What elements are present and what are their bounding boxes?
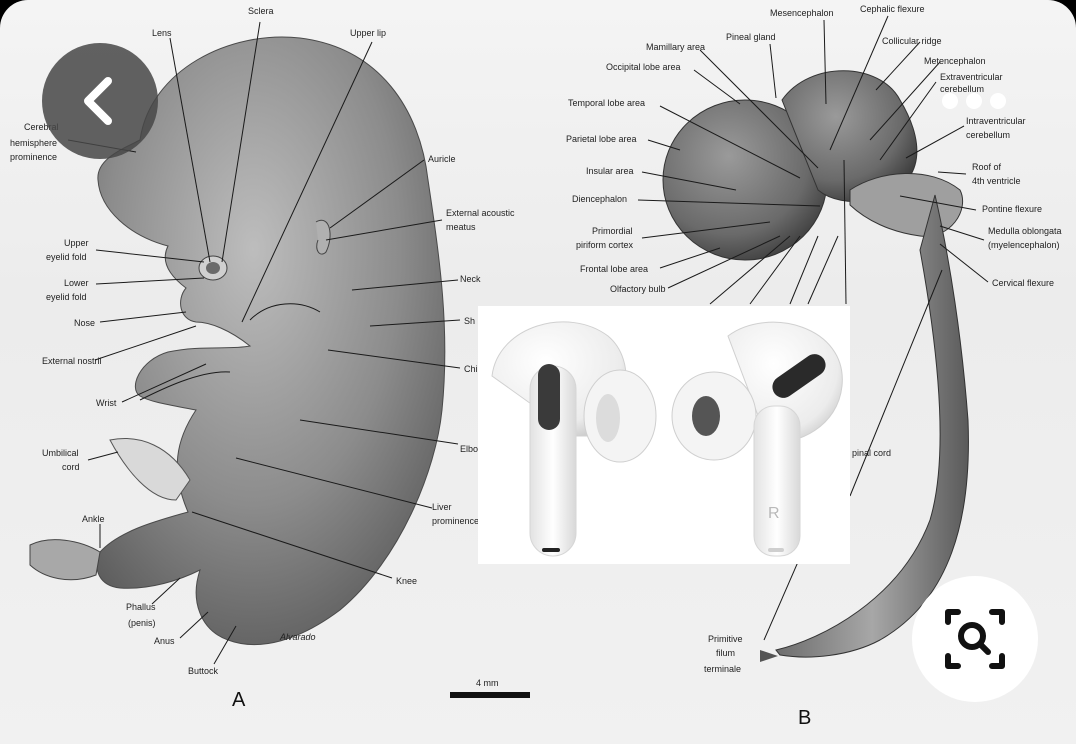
brain-and-cord [662, 70, 969, 662]
label-spinal-cord: pinal cord [852, 448, 891, 458]
label-sclera: Sclera [248, 6, 274, 16]
labels-a: Sclera Lens Upper lip Cerebral hemispher… [10, 6, 530, 711]
label-diencephalon: Diencephalon [572, 194, 627, 204]
label-collicular-ridge: Collicular ridge [882, 36, 942, 46]
label-ankle: Ankle [82, 514, 105, 524]
label-liver-2: prominence [432, 516, 479, 526]
label-umbilical-1: Umbilical [42, 448, 79, 458]
label-parietal-lobe: Parietal lobe area [566, 134, 637, 144]
label-knee: Knee [396, 576, 417, 586]
label-lens: Lens [152, 28, 172, 38]
label-filum-3: terminale [704, 664, 741, 674]
label-upper-lip: Upper lip [350, 28, 386, 38]
more-options-button[interactable] [938, 84, 1010, 118]
back-button[interactable] [42, 43, 158, 159]
chevron-left-icon [84, 77, 112, 125]
label-upper-eyelid-1: Upper [64, 238, 89, 248]
label-phallus-1: Phallus [126, 602, 156, 612]
label-roof-2: 4th ventricle [972, 176, 1021, 186]
label-filum-1: Primitive [708, 634, 743, 644]
label-cerebral-1: Cerebral [24, 122, 59, 132]
label-nose: Nose [74, 318, 95, 328]
leader-lines-b [637, 15, 989, 641]
label-intraventricular-1: Intraventricular [966, 116, 1026, 126]
label-neck: Neck [460, 274, 481, 284]
label-intraventricular-2: cerebellum [966, 130, 1010, 140]
label-filum-2: filum [716, 648, 735, 658]
label-pontine-flexure: Pontine flexure [982, 204, 1042, 214]
visual-search-button[interactable] [912, 576, 1038, 702]
label-upper-eyelid-2: eyelid fold [46, 252, 87, 262]
label-cephalic-flexure: Cephalic flexure [860, 4, 925, 14]
label-lower-eyelid-2: eyelid fold [46, 292, 87, 302]
label-auricle: Auricle [428, 154, 456, 164]
right-earbud: R [671, 321, 843, 557]
label-elbo: Elbo [460, 444, 478, 454]
labels-b: Mesencephalon Cephalic flexure Pineal gl… [566, 4, 1062, 729]
label-ext-acoustic-2: meatus [446, 222, 476, 232]
label-liver-1: Liver [432, 502, 452, 512]
label-mamillary-area: Mamillary area [646, 42, 705, 52]
figure-letter-a: A [232, 689, 246, 711]
label-scale: 4 mm [476, 678, 499, 688]
label-anus: Anus [154, 636, 175, 646]
label-pineal-gland: Pineal gland [726, 32, 776, 42]
label-buttock: Buttock [188, 666, 219, 676]
label-metencephalon: Metencephalon [924, 56, 986, 66]
label-occipital-lobe: Occipital lobe area [606, 62, 681, 72]
label-umbilical-2: cord [62, 462, 80, 472]
label-mesencephalon: Mesencephalon [770, 8, 834, 18]
earbuds-photo: R [478, 306, 850, 564]
label-primordial-1: Primordial [592, 226, 633, 236]
label-temporal-lobe: Temporal lobe area [568, 98, 645, 108]
label-cerebral-3: prominence [10, 152, 57, 162]
earbuds-image: R [491, 321, 843, 557]
label-cervical-flexure: Cervical flexure [992, 278, 1054, 288]
label-ext-nostril: External nostril [42, 356, 102, 366]
label-wrist: Wrist [96, 398, 117, 408]
label-phallus-2: (penis) [128, 618, 156, 628]
label-insular-area: Insular area [586, 166, 634, 176]
label-frontal-lobe: Frontal lobe area [580, 264, 648, 274]
signature-a: Alvarado [279, 632, 316, 642]
figure-letter-b: B [798, 707, 811, 729]
label-primordial-2: piriform cortex [576, 240, 634, 250]
scale-bar [450, 692, 530, 698]
visual-search-icon [945, 609, 1005, 669]
label-cerebral-2: hemisphere [10, 138, 57, 148]
label-medulla-2: (myelencephalon) [988, 240, 1060, 250]
left-earbud [491, 321, 657, 557]
label-olfactory-bulb: Olfactory bulb [610, 284, 666, 294]
label-extraventricular-2: cerebellum [940, 84, 984, 94]
label-sh: Sh [464, 316, 475, 326]
embryo-body [29, 36, 446, 646]
right-bud-mark: R [768, 505, 780, 522]
label-chi: Chi [464, 364, 478, 374]
label-lower-eyelid-1: Lower [64, 278, 89, 288]
label-roof-1: Roof of [972, 162, 1002, 172]
label-extraventricular-1: Extraventricular [940, 72, 1003, 82]
label-medulla-1: Medulla oblongata [988, 226, 1062, 236]
label-ext-acoustic-1: External acoustic [446, 208, 515, 218]
more-dots-icon [942, 93, 1006, 109]
